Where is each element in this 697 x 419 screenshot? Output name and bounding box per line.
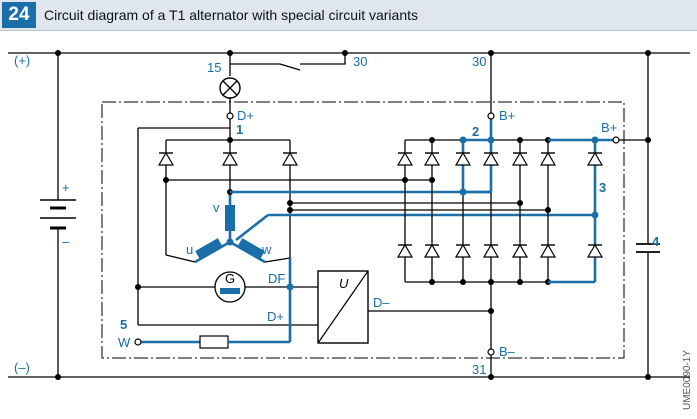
battery-minus-label: – bbox=[62, 234, 70, 249]
figure-code: UME0090-1Y bbox=[682, 350, 693, 410]
callout-4: 4 bbox=[652, 234, 660, 249]
negative-label: (–) bbox=[14, 360, 30, 375]
d-plus-top-label: D+ bbox=[237, 108, 254, 123]
generator-label: G bbox=[225, 271, 235, 286]
d-minus-label: D– bbox=[373, 295, 390, 310]
phase-u-label: u bbox=[186, 242, 193, 257]
df-label: DF bbox=[268, 271, 285, 286]
w-terminal-label: W bbox=[118, 335, 131, 350]
d-plus-regulator-label: D+ bbox=[267, 309, 284, 324]
figure-title: Circuit diagram of a T1 alternator with … bbox=[44, 7, 419, 23]
battery-plus-label: + bbox=[62, 180, 70, 195]
b-plus-right-label: B+ bbox=[601, 120, 617, 135]
callout-3: 3 bbox=[599, 180, 606, 195]
b-plus-top-label: B+ bbox=[499, 108, 515, 123]
terminal-30-top-label: 30 bbox=[353, 54, 367, 69]
capacitor bbox=[636, 53, 660, 377]
phase-w-label: w bbox=[261, 242, 272, 257]
positive-label: (+) bbox=[14, 53, 30, 68]
callout-5: 5 bbox=[120, 317, 127, 332]
rectifier-bridge bbox=[397, 116, 570, 377]
resistor bbox=[199, 335, 229, 349]
callout-2: 2 bbox=[472, 124, 479, 139]
terminal-15-label: 15 bbox=[207, 60, 221, 75]
figure-number: 24 bbox=[2, 2, 36, 28]
battery bbox=[40, 53, 76, 377]
figure-header: 24 Circuit diagram of a T1 alternator wi… bbox=[0, 0, 697, 31]
callout-1: 1 bbox=[236, 122, 243, 137]
terminal-31-label: 31 bbox=[472, 362, 486, 377]
terminal-30-label: 30 bbox=[472, 54, 486, 69]
alternator-boundary bbox=[101, 101, 625, 359]
phase-v-label: v bbox=[213, 200, 220, 215]
regulator-label: U bbox=[339, 276, 349, 291]
voltage-regulator bbox=[317, 270, 369, 344]
warning-lamp bbox=[219, 77, 241, 99]
stator-winding bbox=[194, 195, 266, 264]
b-minus-label: B– bbox=[499, 344, 516, 359]
ignition-switch bbox=[230, 63, 301, 71]
